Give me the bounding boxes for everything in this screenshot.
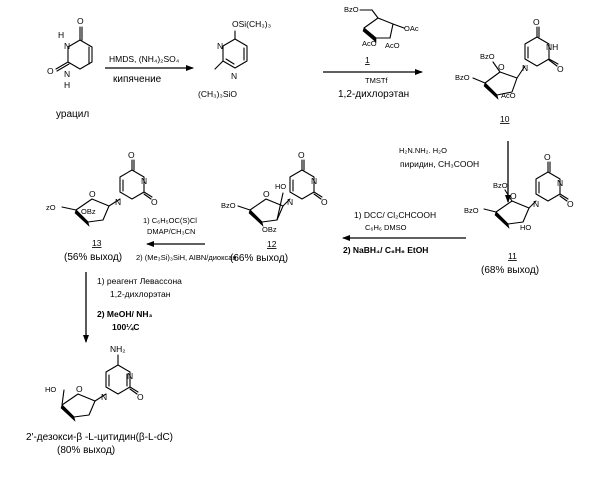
compound-10-structure: O NH O N O BzO BzO AcO 10: [455, 17, 564, 124]
cmpd12-id: 12: [267, 239, 277, 249]
silyl-otms-bottom: (CH₃)₃SiO: [198, 89, 237, 99]
silyl-uracil-structure: OSi(CH₃)₃ N N (CH₃)₃SiO: [198, 19, 271, 99]
cmpd12-bzo1: BzO: [221, 201, 236, 210]
step4-line2: C₆H₆ DMSO: [365, 223, 407, 232]
cmpd10-bzo1: BzO: [480, 52, 495, 61]
step2-solvent: 1,2-дихлорэтан: [338, 89, 409, 100]
product-ring-o: O: [76, 384, 83, 394]
compound-12-structure: O N O N O HO BzO OBz 12 (66% выход): [221, 150, 328, 264]
step5-line1: 1) C₆H₅OC(S)Cl: [143, 216, 197, 225]
step2-reagent: TMSTf: [365, 76, 388, 85]
cmpd12-atom-o2: O: [321, 197, 328, 207]
sugar1-aco2: AcO: [385, 41, 400, 50]
sugar1-aco1: AcO: [362, 39, 377, 48]
cmpd12-atom-o: O: [298, 150, 305, 160]
step6-line1: 1) реагент Левассона: [97, 276, 182, 286]
sugar1-oac: OAc: [404, 24, 419, 33]
step1-condition: кипячение: [113, 74, 162, 85]
cmpd12-ring-n: N: [287, 197, 293, 207]
cmpd13-atom-o: O: [128, 150, 135, 160]
step1-reagent: HMDS, (NH₄)₂SO₄: [109, 54, 180, 64]
cmpd11-ring-n: N: [533, 199, 539, 209]
step6-line2: 1,2-дихлорэтан: [110, 289, 171, 299]
cmpd11-atom-n: N: [557, 178, 563, 188]
cmpd11-atom-o2: O: [567, 199, 574, 209]
uracil-atom-n1: N: [64, 41, 70, 51]
cmpd13-obz: OBz: [81, 207, 96, 216]
cmpd13-ring-o: O: [89, 189, 96, 199]
cmpd11-yield: (68% выход): [481, 265, 539, 276]
sugar1-bzo: BzO: [344, 5, 359, 14]
cmpd13-yield: (56% выход): [64, 252, 122, 263]
cmpd10-id: 10: [500, 114, 510, 124]
cmpd13-atom-o2: O: [151, 197, 158, 207]
cmpd13-id: 13: [92, 238, 102, 248]
cmpd10-ring-o: O: [498, 62, 505, 72]
step6-line3: 2) MeOH/ NH₃: [97, 309, 152, 319]
product-ring-n: N: [101, 392, 107, 402]
sugar1-id: 1: [365, 55, 370, 65]
product-yield: (80% выход): [57, 445, 115, 456]
cmpd11-bzo2: BzO: [464, 206, 479, 215]
product-ho: HO: [45, 385, 56, 394]
uracil-atom-n2: N: [64, 69, 70, 79]
product-name: 2'-дезокси-β -L-цитидин(β-L-dC): [26, 432, 173, 443]
cmpd10-atom-nh: NH: [546, 42, 558, 52]
cmpd12-atom-n: N: [311, 176, 317, 186]
step6-line4: 100¼C: [112, 322, 139, 332]
cmpd10-atom-o2: O: [557, 64, 564, 74]
cmpd13-ring-n: N: [115, 197, 121, 207]
uracil-structure: O H N O N H: [47, 16, 92, 90]
silyl-atom-n1: N: [217, 41, 223, 51]
product-nh2: NH₂: [110, 344, 126, 354]
uracil-atom-h1: H: [58, 30, 64, 40]
product-structure: NH₂ N O N O HO: [45, 344, 144, 421]
uracil-atom-h2: H: [64, 80, 70, 90]
uracil-name: урацил: [56, 109, 89, 120]
compound-11-structure: O N O N O BzO BzO HO 11 (68% выход): [464, 152, 574, 276]
cmpd12-yield: (66% выход): [230, 253, 288, 264]
cmpd12-obz: OBz: [262, 225, 277, 234]
cmpd10-atom-n: N: [522, 63, 528, 73]
compound-13-structure: O N O N O zO OBz 13 (56% выход): [46, 150, 158, 263]
cmpd12-ho: HO: [275, 182, 286, 191]
cmpd11-atom-o: O: [544, 152, 551, 162]
cmpd10-aco: AcO: [501, 91, 516, 100]
product-atom-o: O: [137, 392, 144, 402]
product-atom-n: N: [127, 371, 133, 381]
cmpd11-ho: HO: [520, 223, 531, 232]
silyl-otms-top: OSi(CH₃)₃: [232, 19, 271, 29]
cmpd11-ring-o: O: [510, 191, 517, 201]
sugar-1-structure: BzO AcO AcO OAc 1: [344, 5, 419, 65]
cmpd11-bzo1: BzO: [493, 181, 508, 190]
step4-line1: 1) DCC/ Cl₂CHCOOH: [354, 210, 436, 220]
cmpd11-id: 11: [508, 251, 517, 261]
step5-line3: 2) (Me₃Si)₃SiH, AIBN/диоксан: [136, 253, 237, 262]
cmpd10-bzo2: BzO: [455, 73, 470, 82]
uracil-atom-o1: O: [77, 16, 84, 26]
step4-line3: 2) NaBH₄/ C₆H₆ EtOH: [343, 245, 428, 255]
cmpd13-bzo: zO: [46, 203, 56, 212]
cmpd12-ring-o: O: [263, 189, 270, 199]
cmpd13-atom-n: N: [141, 176, 147, 186]
step5-line2: DMAP/CH₃CN: [147, 227, 195, 236]
step3-solvent: пиридин, CH₃COOH: [400, 159, 479, 169]
step3-reagent: H₂N.NH₂. H₂O: [399, 146, 447, 155]
cmpd10-atom-o: O: [533, 17, 540, 27]
silyl-atom-n2: N: [231, 71, 237, 81]
uracil-atom-o2: O: [47, 66, 54, 76]
